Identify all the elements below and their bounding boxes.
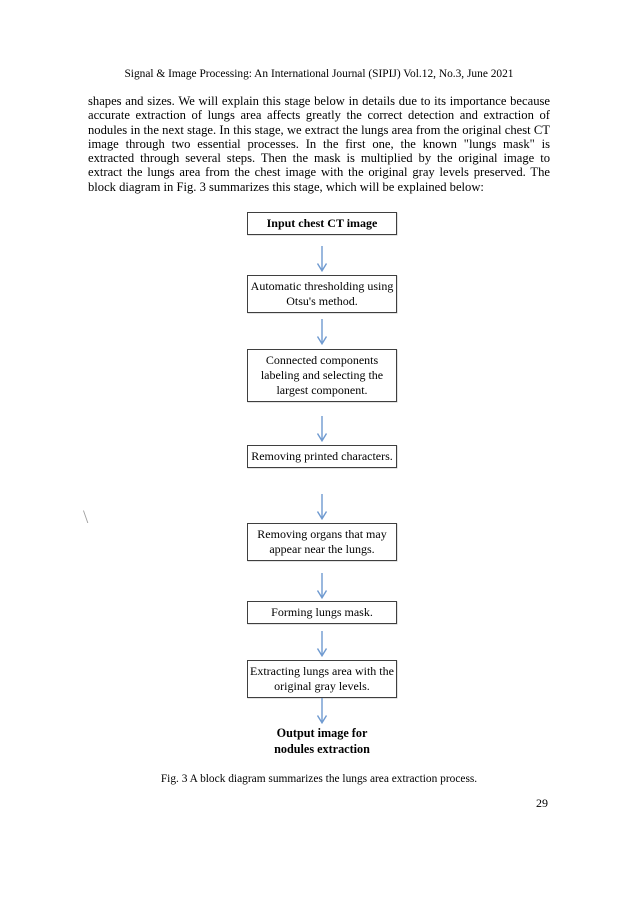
- journal-header: Signal & Image Processing: An Internatio…: [124, 68, 514, 80]
- down-arrow-icon: [315, 319, 329, 345]
- body-paragraph: shapes and sizes. We will explain this s…: [88, 94, 550, 194]
- page-number: 29: [536, 796, 548, 810]
- flowchart-output-label: Output image for nodules extraction: [274, 726, 370, 756]
- down-arrow-icon: [315, 416, 329, 442]
- down-arrow-icon: [315, 246, 329, 272]
- down-arrow-icon: [315, 631, 329, 657]
- flowchart-box-extracting-lungs: Extracting lungs area with the original …: [247, 660, 397, 698]
- flowchart-box-forming-mask: Forming lungs mask.: [247, 601, 397, 624]
- flowchart-box-input: Input chest CT image: [247, 212, 397, 235]
- flowchart-box-removing-characters: Removing printed characters.: [247, 445, 397, 468]
- figure-caption: Fig. 3 A block diagram summarizes the lu…: [160, 773, 478, 785]
- flowchart-box-thresholding: Automatic thresholding using Otsu's meth…: [247, 275, 397, 313]
- flowchart-box-connected-components: Connected components labeling and select…: [247, 349, 397, 402]
- down-arrow-icon: [315, 698, 329, 724]
- flowchart-box-removing-organs: Removing organs that may appear near the…: [247, 523, 397, 561]
- stray-mark: \: [83, 507, 89, 528]
- down-arrow-icon: [315, 573, 329, 599]
- down-arrow-icon: [315, 494, 329, 520]
